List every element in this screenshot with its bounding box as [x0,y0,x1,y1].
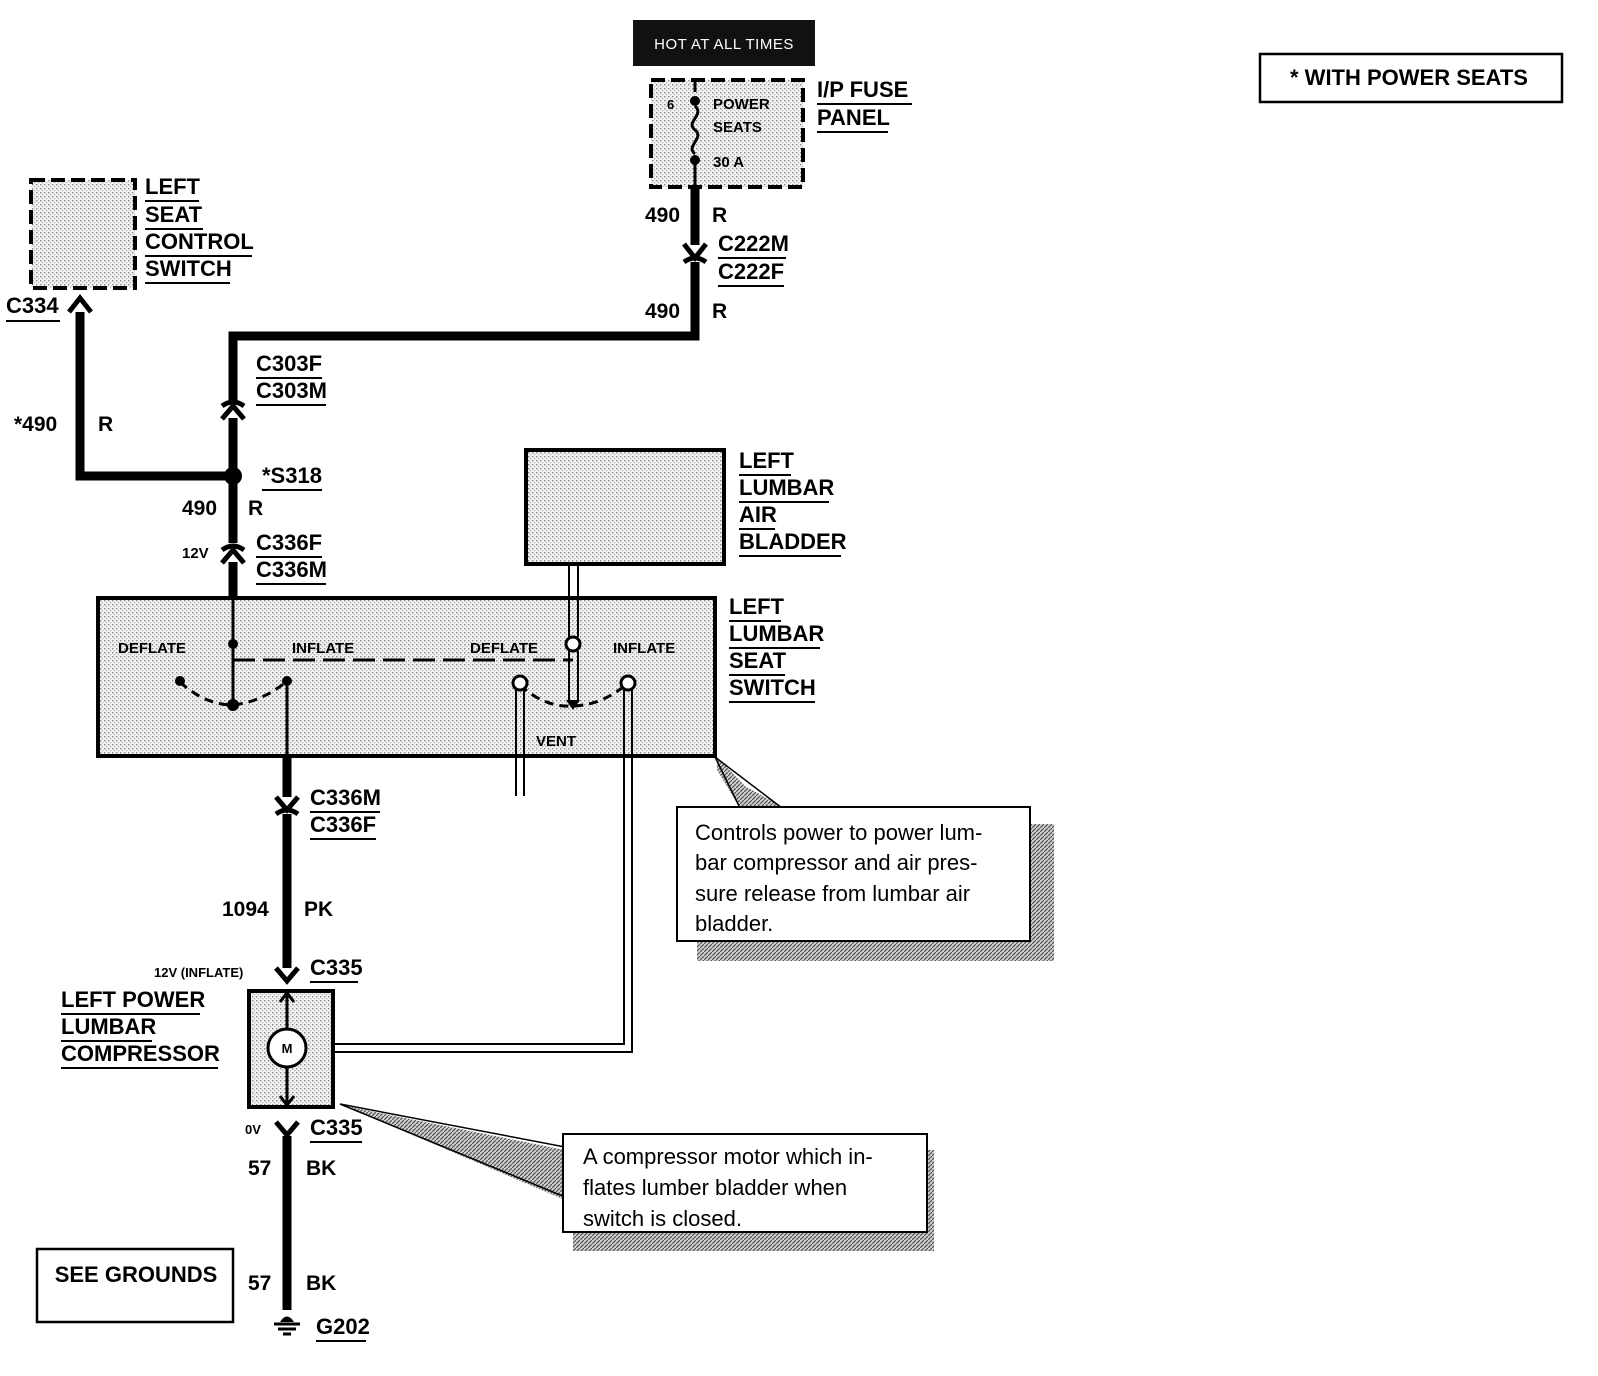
wire-490-fuse-to-c222: 490 R [645,187,727,245]
component-label-line4: SWITCH [145,256,232,281]
component-label-line2: LUMBAR [61,1014,156,1039]
ground-icon [280,1316,294,1322]
left-seat-control-switch: C334 LEFT SEAT CONTROL SWITCH [6,174,254,322]
wire-label: 490 [182,497,217,520]
component-label-line3: AIR [739,502,777,527]
ip-fuse-panel: 6 POWER SEATS 30 A I/P FUSE PANEL [649,77,912,189]
component-label-line1: LEFT POWER [61,987,205,1012]
component-label-line4: BLADDER [739,529,847,554]
hot-at-all-times-text: HOT AT ALL TIMES [654,36,794,53]
switch-pos-inflate-right: INFLATE [613,640,675,657]
component-label-line3: COMPRESSOR [61,1041,220,1066]
wire-490-s318-to-c336: 490 R [182,476,263,543]
wire-color: R [712,204,727,227]
component-label-line1: LEFT [729,594,785,619]
connector-c336m-upper: C336M [256,557,327,582]
callout-line1: A compressor motor which in- [583,1144,873,1169]
switch-pos-inflate-left: INFLATE [292,640,354,657]
component-label-line1: LEFT [145,174,201,199]
component-label-line2: SEAT [145,202,203,227]
wire-color: BK [306,1157,336,1180]
voltage-0v: 0V [245,1122,261,1137]
wire-color: BK [306,1272,336,1295]
wire-57-ground: 57 BK 57 BK [248,1136,336,1310]
ground-g202: G202 [274,1314,370,1342]
connector-c222: C222M C222F [682,231,789,287]
callout-line2: bar compressor and air pres- [695,850,977,875]
left-power-lumbar-compressor: M LEFT POWER LUMBAR COMPRESSOR [61,987,335,1109]
component-label-line2: LUMBAR [739,475,834,500]
fuse-rating: 30 A [713,154,744,171]
wire-label: 57 [248,1157,271,1180]
fuse-name-line1: POWER [713,96,770,113]
component-label-line1: LEFT [739,448,795,473]
callout-line1: Controls power to power lum- [695,820,982,845]
component-label-line3: SEAT [729,648,787,673]
component-label-line3: CONTROL [145,229,254,254]
switch-pos-vent: VENT [536,733,576,750]
power-seats-legend: * WITH POWER SEATS [1258,52,1564,104]
motor-symbol: M [282,1041,293,1056]
voltage-12v-inflate: 12V (INFLATE) [154,965,243,980]
wire-label: *490 [14,413,57,436]
connector-c334: C334 [6,293,59,318]
wire-label: 490 [645,300,680,323]
splice-label: *S318 [262,463,322,488]
fuse-icon [690,104,700,156]
wire-label: 57 [248,1272,271,1295]
connector-c336m-lower: C336M [310,785,381,810]
connector-c303f: C303F [256,351,322,376]
left-lumbar-air-bladder: LEFT LUMBAR AIR BLADDER [524,448,847,566]
callout-line3: sure release from lumbar air [695,881,970,906]
left-lumbar-seat-switch: DEFLATE INFLATE DEFLATE INFLATE VENT LEF… [96,564,824,796]
connector-c335-upper: 12V (INFLATE) C335 [154,955,363,985]
ground-label: G202 [316,1314,370,1339]
callout-line2: flates lumber bladder when [583,1175,847,1200]
wire-color: R [98,413,113,436]
wire-color: PK [304,898,333,921]
wire-color: R [248,497,263,520]
wire-color: R [712,300,727,323]
callout-line4: bladder. [695,911,773,936]
fuse-panel-label-line1: I/P FUSE [817,77,908,102]
connector-c335-lower-label: C335 [310,1115,363,1140]
air-hose-inflate [318,690,633,1053]
switch-pos-deflate-left: DEFLATE [118,640,186,657]
power-seats-legend-text: * WITH POWER SEATS [1290,65,1528,90]
connector-c303m: C303M [256,378,327,403]
callout-line3: switch is closed. [583,1206,742,1231]
wire-label: 1094 [222,898,269,921]
connector-c222m: C222M [718,231,789,256]
wire-490-c222-to-c303: 490 R [228,262,727,400]
see-grounds-box: SEE GROUNDS [35,1247,235,1324]
connector-c336f-lower: C336F [310,812,376,837]
component-label-line2: LUMBAR [729,621,824,646]
wire-label: 490 [645,204,680,227]
component-label-line4: SWITCH [729,675,816,700]
connector-c336f-upper: C336F [256,530,322,555]
fuse-number: 6 [667,97,674,112]
connector-c335-upper-label: C335 [310,955,363,980]
wire-1094-switch-to-compressor: C336M C336F 1094 PK [222,756,381,968]
callout-compressor: A compressor motor which in- flates lumb… [339,1103,934,1251]
switch-pos-deflate-right: DEFLATE [470,640,538,657]
see-grounds-text: SEE GROUNDS [55,1262,218,1287]
voltage-12v: 12V [182,545,209,562]
connector-c335-lower: 0V C335 [245,1115,363,1143]
connector-c303: C303F C303M [220,351,327,421]
connector-c222f: C222F [718,259,784,284]
callout-lumbar-switch: Controls power to power lum- bar compres… [676,756,1054,961]
fuse-name-line2: SEATS [713,119,762,136]
hot-at-all-times-badge: HOT AT ALL TIMES [633,20,815,66]
connector-c336-upper: 12V C336F C336M [182,530,327,598]
fuse-panel-label-line2: PANEL [817,105,890,130]
